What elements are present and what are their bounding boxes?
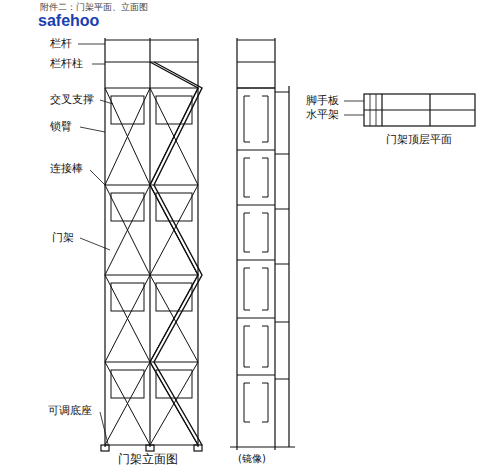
- part-label: 可调底座: [48, 405, 92, 417]
- part-label: 连接棒: [50, 163, 83, 175]
- part-label: 锁臂: [50, 121, 72, 133]
- part-label: 交叉支撑: [50, 94, 94, 106]
- part-label: 栏杆柱: [50, 58, 83, 70]
- view-caption: 门架顶层平面: [386, 134, 452, 146]
- part-label: 水平架: [306, 109, 339, 121]
- figure-title: 附件二：门架平面、立面图: [40, 3, 148, 13]
- figure-caption: 门架立面图: [118, 453, 178, 466]
- part-label: 栏杆: [50, 38, 72, 50]
- part-label: 脚手板: [306, 95, 339, 107]
- view-caption: (镜像): [238, 453, 266, 464]
- watermark: safehoo: [38, 12, 99, 30]
- part-label: 门架: [52, 232, 74, 244]
